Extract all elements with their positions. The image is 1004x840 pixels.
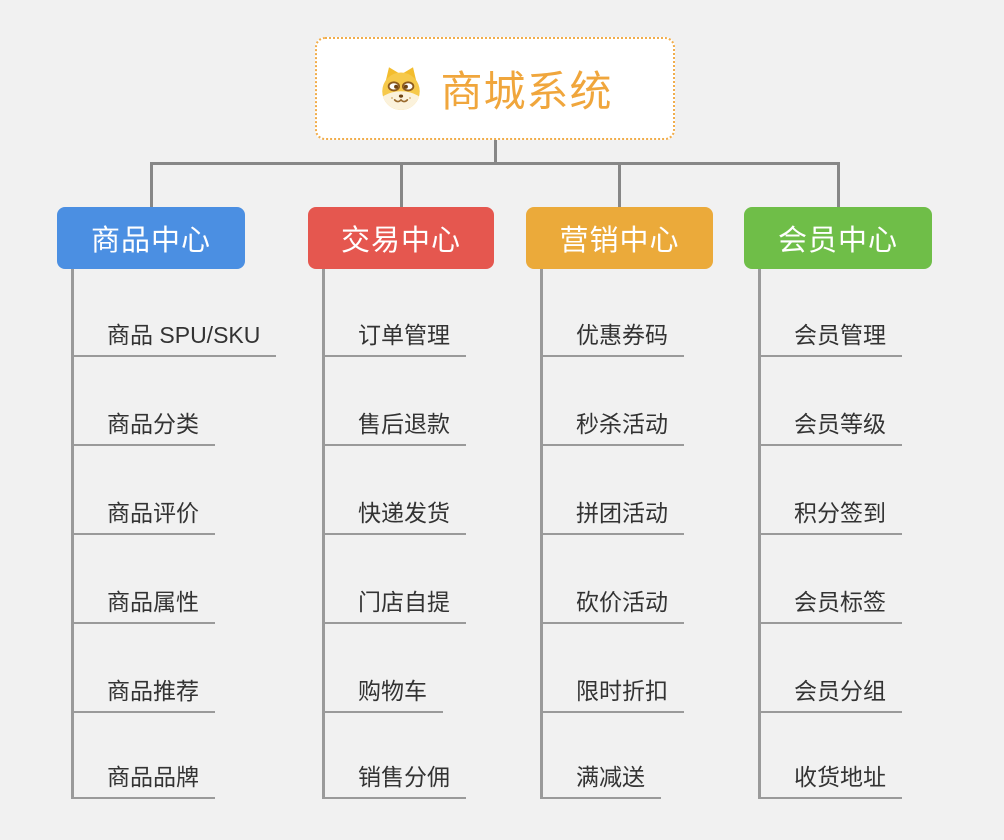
root-node[interactable]: 商城系统 bbox=[315, 37, 675, 140]
child-topic[interactable]: 快递发货 bbox=[323, 488, 466, 535]
branch-connector-drop bbox=[149, 162, 153, 207]
child-topic[interactable]: 会员等级 bbox=[759, 399, 902, 446]
branch-header-3[interactable]: 会员中心 bbox=[744, 207, 932, 269]
child-topic[interactable]: 销售分佣 bbox=[323, 752, 466, 799]
child-topic[interactable]: 满减送 bbox=[541, 752, 661, 799]
dog-face-icon bbox=[377, 65, 425, 113]
root-connector-stub bbox=[494, 140, 497, 165]
child-topic[interactable]: 商品评价 bbox=[72, 488, 215, 535]
child-topic[interactable]: 积分签到 bbox=[759, 488, 902, 535]
child-topic[interactable]: 秒杀活动 bbox=[541, 399, 684, 446]
child-topic[interactable]: 商品推荐 bbox=[72, 666, 215, 713]
branch-connector-horizontal bbox=[149, 162, 840, 165]
branch-connector-drop bbox=[836, 162, 840, 207]
child-topic[interactable]: 会员管理 bbox=[759, 310, 902, 357]
child-topic[interactable]: 门店自提 bbox=[323, 577, 466, 624]
root-title: 商城系统 bbox=[440, 68, 613, 115]
branch-connector-drop bbox=[618, 162, 621, 207]
child-topic[interactable]: 限时折扣 bbox=[541, 666, 684, 713]
child-topic[interactable]: 砍价活动 bbox=[541, 577, 684, 624]
branch-header-2[interactable]: 营销中心 bbox=[526, 207, 713, 269]
child-topic[interactable]: 优惠券码 bbox=[541, 310, 684, 357]
branch-connector-drop bbox=[399, 162, 403, 207]
child-topic[interactable]: 购物车 bbox=[323, 666, 443, 713]
child-topic[interactable]: 会员标签 bbox=[759, 577, 902, 624]
child-topic[interactable]: 会员分组 bbox=[759, 666, 902, 713]
child-topic[interactable]: 售后退款 bbox=[323, 399, 466, 446]
child-topic[interactable]: 商品 SPU/SKU bbox=[72, 310, 277, 357]
branch-header-1[interactable]: 交易中心 bbox=[308, 207, 494, 269]
child-topic[interactable]: 商品属性 bbox=[72, 577, 215, 624]
child-topic[interactable]: 拼团活动 bbox=[541, 488, 684, 535]
child-topic[interactable]: 商品分类 bbox=[72, 399, 215, 446]
child-topic[interactable]: 订单管理 bbox=[323, 310, 466, 357]
branch-header-0[interactable]: 商品中心 bbox=[57, 207, 245, 269]
child-topic[interactable]: 收货地址 bbox=[759, 752, 902, 799]
child-topic[interactable]: 商品品牌 bbox=[72, 752, 215, 799]
